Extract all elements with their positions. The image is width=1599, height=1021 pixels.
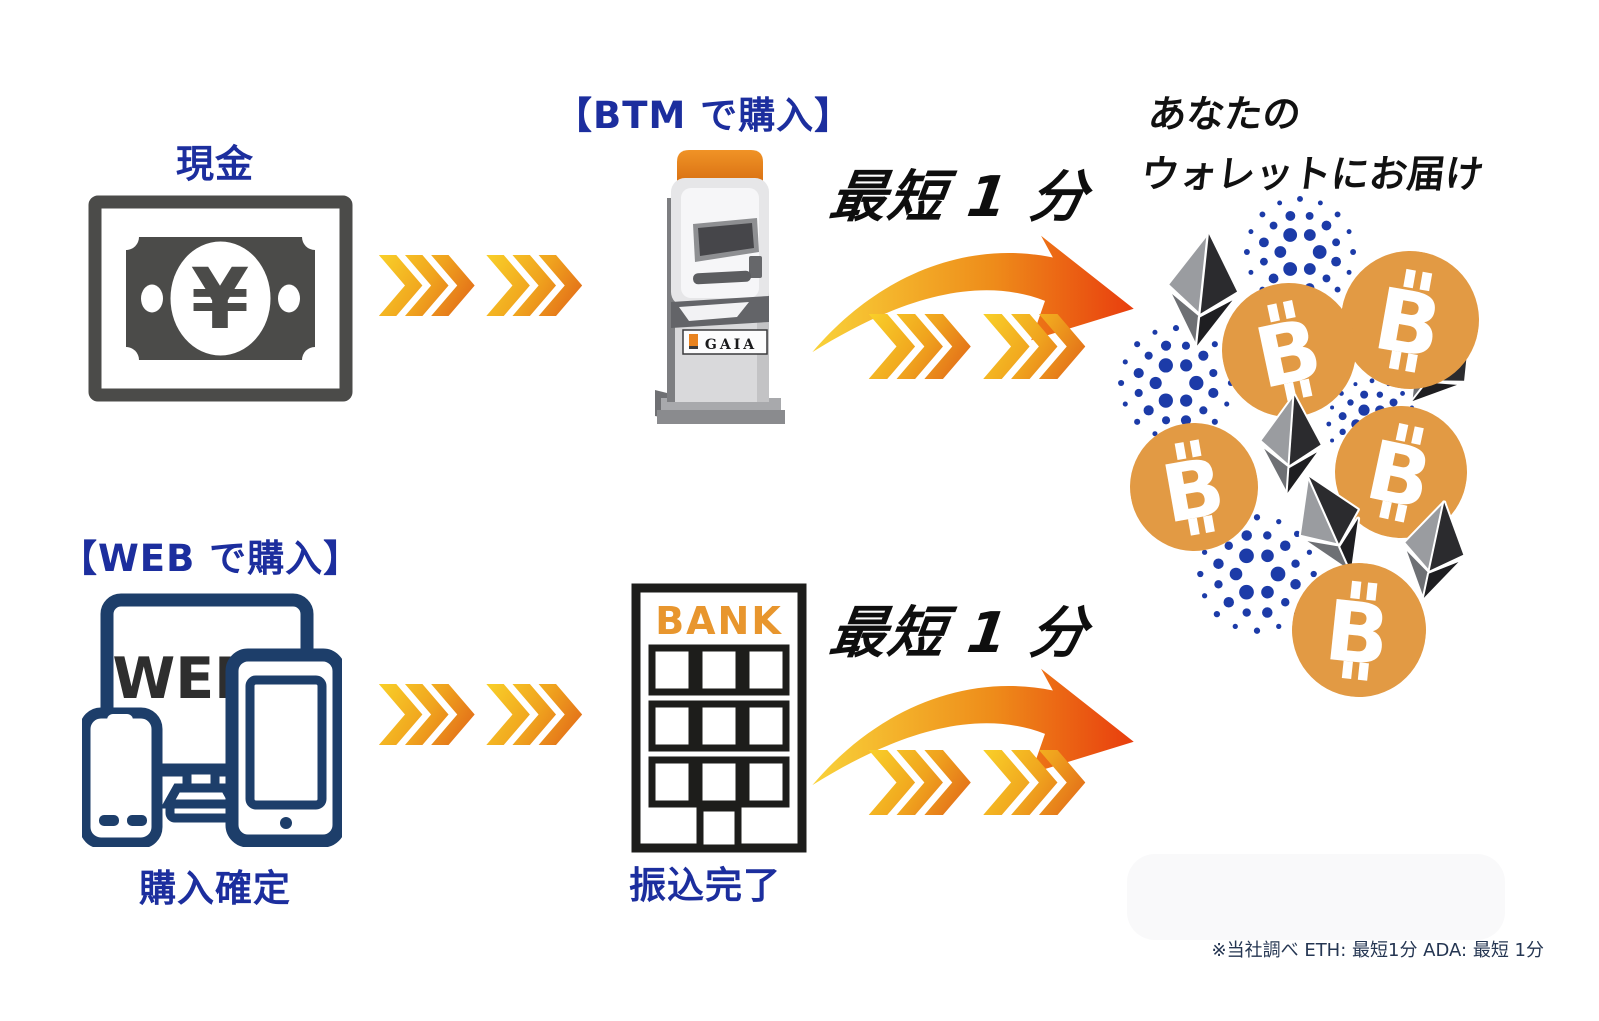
wallet-heading: あなたの ウォレットにお届け — [1138, 84, 1495, 204]
footnote-panel — [1127, 854, 1505, 940]
bank-sign-text: BANK — [655, 599, 783, 643]
yen-symbol: ¥ — [191, 250, 249, 348]
btm-brand-text: GAIA — [705, 337, 757, 353]
cardano-icon — [1324, 376, 1420, 472]
triple-chevron-arrows — [378, 684, 583, 745]
wallet-heading-line2: ウォレットにお届け — [1138, 152, 1487, 196]
btm-speed-label: 最短 1 分 — [825, 165, 1093, 230]
cardano-icon — [1194, 511, 1320, 637]
cardano-icon — [1241, 193, 1359, 311]
wallet-heading-line1: あなたの — [1145, 92, 1304, 136]
btm-method-title: 【BTM で購入】 — [555, 94, 853, 137]
ethereum-icon — [1251, 393, 1331, 495]
bitcoin-icon — [1341, 251, 1479, 389]
bitcoin-icon — [1222, 283, 1356, 417]
bitcoin-icon — [1130, 423, 1258, 551]
triple-chevron-arrows — [378, 255, 583, 316]
ethereum-icon — [1157, 231, 1249, 349]
triple-chevron-arrows — [868, 314, 1086, 379]
cash-label: 現金 — [175, 142, 254, 186]
purchase-confirmed-label: 購入確定 — [139, 867, 291, 910]
ethereum-icon — [1403, 316, 1479, 413]
footnote-disclaimer: ※当社調べ ETH: 最短1分 ADA: 最短 1分 — [1211, 940, 1544, 961]
bitcoin-icon — [1335, 406, 1467, 538]
transfer-complete-label: 振込完了 — [629, 864, 781, 907]
ethereum-icon — [1394, 499, 1474, 601]
bitcoin-icon — [1292, 563, 1426, 697]
ethereum-icon — [1288, 470, 1372, 578]
web-devices-icon: WEB — [82, 593, 342, 847]
cash-bill-icon: ¥ — [88, 195, 353, 402]
btm-machine-icon: GAIA — [655, 150, 785, 424]
bank-building-icon: BANK — [631, 583, 807, 853]
web-method-title: 【WEB で購入】 — [60, 537, 362, 580]
triple-chevron-arrows — [868, 750, 1086, 815]
